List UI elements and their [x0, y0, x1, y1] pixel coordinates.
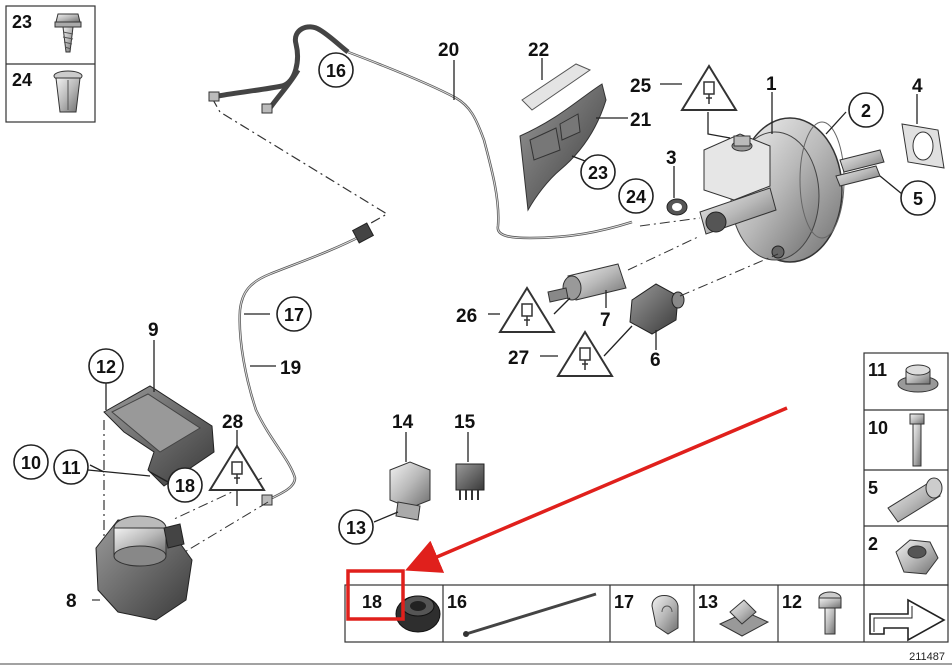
callout-1: 1	[766, 74, 777, 95]
legend-right-10: 10	[868, 418, 888, 438]
screw-23-icon	[54, 13, 82, 53]
warning-icon-27	[556, 330, 614, 377]
circled-24: 24	[618, 178, 654, 214]
pump-8-icon	[95, 515, 193, 621]
circled-10: 10	[13, 444, 49, 480]
svg-text:13: 13	[346, 518, 366, 538]
callout-28: 28	[222, 412, 243, 433]
legend-bottom-13: 13	[698, 592, 718, 612]
svg-text:24: 24	[626, 187, 646, 207]
callout-21: 21	[630, 110, 652, 131]
legend-topleft-24: 24	[12, 70, 32, 90]
svg-text:23: 23	[588, 163, 608, 183]
warning-icon-25	[680, 64, 738, 111]
svg-text:2: 2	[861, 101, 871, 121]
brake-booster-1	[699, 117, 885, 263]
brake-lines	[171, 24, 633, 557]
legend-bottom-17: 17	[614, 592, 634, 612]
footer: 211487	[0, 651, 952, 665]
warning-icon-28	[208, 444, 266, 491]
circled-2: 2	[848, 92, 884, 128]
bolt-10-icon	[909, 413, 925, 467]
clip-nut-24-icon	[53, 70, 83, 113]
callout-26: 26	[456, 306, 477, 327]
legend-right-11: 11	[868, 360, 887, 380]
svg-text:16: 16	[326, 61, 346, 81]
relay-14-icon	[389, 461, 431, 521]
cable-tie-16-icon	[463, 592, 597, 637]
callouts-circled: 16 2 5 23 24 17 12 10 11 18 13	[13, 52, 936, 545]
callout-7: 7	[600, 310, 611, 331]
legend-right-2: 2	[868, 534, 878, 554]
legend-topleft: 23 24	[5, 5, 96, 123]
svg-text:11: 11	[61, 458, 80, 478]
circled-13: 13	[338, 509, 374, 545]
sensor-7-icon	[547, 263, 627, 303]
svg-text:10: 10	[21, 453, 41, 473]
seal-ring-3-icon	[666, 198, 688, 216]
screw-12-icon	[818, 591, 842, 635]
booster-guide-lines	[627, 217, 779, 297]
leader-lines	[87, 58, 918, 523]
grommet-11-icon	[897, 364, 939, 393]
circled-11: 11	[53, 449, 89, 485]
pin-5-icon	[887, 477, 943, 523]
svg-text:12: 12	[96, 357, 116, 377]
legend-right-5: 5	[868, 478, 878, 498]
circled-17: 17	[276, 296, 312, 332]
diagram-reference-number: 211487	[909, 651, 945, 663]
clip-17-icon	[651, 595, 679, 635]
legend-bottom-12: 12	[782, 592, 802, 612]
legend-topleft-23: 23	[12, 12, 32, 32]
gasket-4-icon	[901, 123, 945, 169]
callout-6: 6	[650, 350, 661, 371]
legend-right: 11 10 5 2	[863, 352, 949, 586]
grommet-18-icon	[395, 595, 441, 633]
svg-text:18: 18	[175, 476, 195, 496]
warning-icon-26	[498, 286, 556, 333]
callout-8: 8	[66, 591, 77, 612]
callout-15: 15	[454, 412, 476, 433]
svg-text:5: 5	[913, 189, 923, 209]
circled-23: 23	[580, 154, 616, 190]
circled-16: 16	[318, 52, 354, 88]
heat-shield-21	[519, 63, 607, 212]
callout-9: 9	[148, 320, 159, 341]
bracket-22-icon	[521, 63, 592, 111]
next-page-arrow-icon[interactable]	[869, 598, 946, 642]
clip-nut-13-icon	[718, 599, 770, 637]
nut-2-icon	[895, 539, 939, 575]
circled-5: 5	[900, 180, 936, 216]
circled-18: 18	[167, 467, 203, 503]
legend-bottom-18: 18	[362, 592, 382, 612]
callout-3: 3	[666, 148, 677, 169]
pump-guide-lines	[92, 420, 105, 601]
callout-22: 22	[528, 40, 549, 61]
callout-19: 19	[280, 358, 301, 379]
callout-20: 20	[438, 40, 459, 61]
callouts-plain: 20 22 21 25 1 4 3 26 7 27 6 9 19 28 14 1…	[66, 40, 923, 612]
callout-25: 25	[630, 76, 652, 97]
sensor-6-icon	[629, 283, 685, 335]
circled-12: 12	[88, 348, 124, 384]
legend-bottom: 18 16 17 13 12	[344, 584, 949, 643]
relay-15-icon	[455, 463, 485, 500]
bracket-9-icon	[103, 385, 215, 487]
callout-4: 4	[912, 76, 923, 97]
svg-text:17: 17	[284, 305, 304, 325]
callout-14: 14	[392, 412, 414, 433]
legend-bottom-16: 16	[447, 592, 467, 612]
callout-27: 27	[508, 348, 529, 369]
highlight-annotation	[346, 406, 788, 621]
